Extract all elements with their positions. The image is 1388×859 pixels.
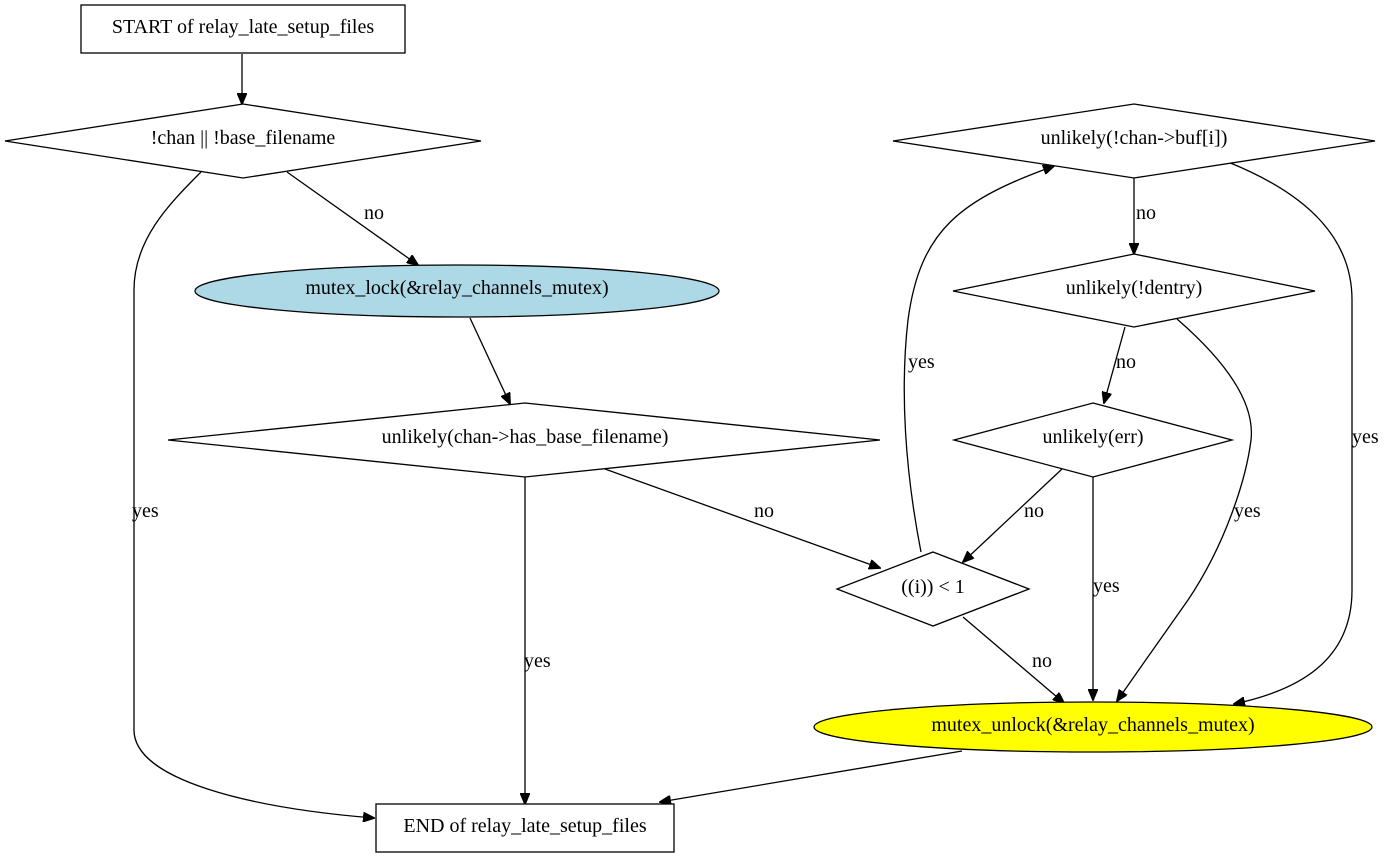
edge-label: no <box>1116 351 1136 373</box>
check-dentry-decision: unlikely(!dentry) <box>952 253 1316 328</box>
edge-label: yes <box>132 500 159 522</box>
edge-check-args-to-lock: no <box>286 171 418 265</box>
edge-label: yes <box>1352 426 1379 448</box>
edge-check-has-base-to-loop-cond: no <box>604 468 880 568</box>
edge-check-dentry-to-check-err: no <box>1104 326 1136 403</box>
edge-lock-to-check-has-base <box>469 317 510 404</box>
edge-check-args-to-end: yes <box>132 171 374 818</box>
loop-condition-decision: ((i)) < 1 <box>835 551 1031 627</box>
edge-label: yes <box>908 351 935 373</box>
edge-check-buf-to-unlock: yes <box>1227 161 1379 704</box>
edge-check-dentry-to-unlock: yes <box>1117 318 1261 701</box>
end-node: END of relay_late_setup_files <box>375 803 675 853</box>
edge-label: yes <box>1234 500 1261 522</box>
check-args-decision-label: !chan || !base_filename <box>151 127 336 149</box>
edge-check-has-base-to-end: yes <box>524 477 551 804</box>
edge-check-buf-to-check-dentry: no <box>1134 178 1156 254</box>
edge-loop-cond-to-check-buf: yes <box>903 166 1054 553</box>
mutex-unlock-node-label: mutex_unlock(&relay_channels_mutex) <box>931 714 1254 736</box>
check-dentry-decision-label: unlikely(!dentry) <box>1066 277 1203 299</box>
check-err-decision-label: unlikely(err) <box>1042 426 1143 448</box>
edges: no yes no yes yes no no <box>132 54 1379 818</box>
edge-loop-cond-to-unlock: no <box>962 616 1064 703</box>
nodes: START of relay_late_setup_files !chan ||… <box>4 4 1376 853</box>
edge-label: yes <box>1093 575 1120 597</box>
end-node-label: END of relay_late_setup_files <box>403 815 646 837</box>
check-buf-decision-label: unlikely(!chan->buf[i]) <box>1041 127 1228 149</box>
edge-label: no <box>1032 650 1052 672</box>
edge-label: no <box>754 500 774 522</box>
check-buf-decision: unlikely(!chan->buf[i]) <box>892 103 1376 179</box>
start-node-label: START of relay_late_setup_files <box>112 16 375 38</box>
mutex-lock-node: mutex_lock(&relay_channels_mutex) <box>194 264 720 318</box>
edge-check-err-to-loop-cond: no <box>963 468 1063 562</box>
mutex-unlock-node: mutex_unlock(&relay_channels_mutex) <box>813 701 1373 753</box>
mutex-lock-node-label: mutex_lock(&relay_channels_mutex) <box>305 277 608 299</box>
check-err-decision: unlikely(err) <box>951 402 1235 478</box>
loop-condition-decision-label: ((i)) < 1 <box>901 576 964 598</box>
check-has-base-filename-decision-label: unlikely(chan->has_base_filename) <box>382 426 669 448</box>
edge-check-err-to-unlock: yes <box>1093 477 1120 700</box>
edge-label: no <box>364 202 384 224</box>
edge-label: yes <box>524 650 551 672</box>
check-has-base-filename-decision: unlikely(chan->has_base_filename) <box>167 402 881 478</box>
start-node: START of relay_late_setup_files <box>80 4 406 54</box>
edge-label: no <box>1136 202 1156 224</box>
check-args-decision: !chan || !base_filename <box>4 103 482 179</box>
edge-label: no <box>1024 500 1044 522</box>
edge-unlock-to-end <box>660 750 963 802</box>
